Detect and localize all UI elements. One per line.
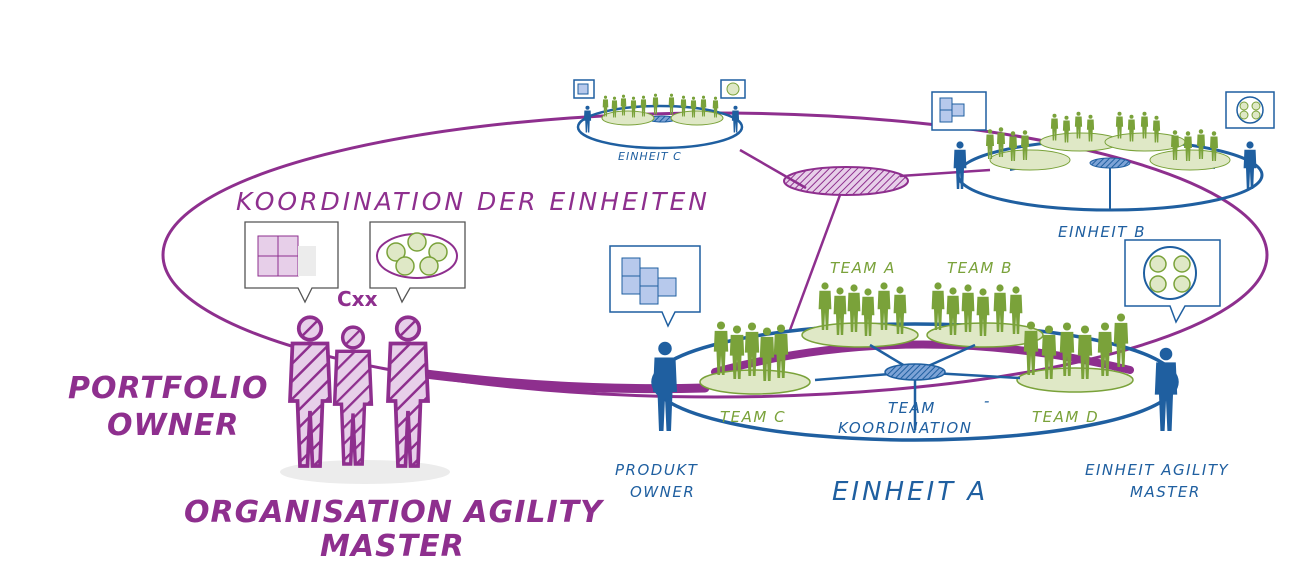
- team-c-label: TEAM C: [720, 408, 786, 426]
- team-koordination-hub: [884, 363, 946, 381]
- team-circle-icon: [1225, 91, 1275, 129]
- spoke-to-einheit-a: [788, 194, 842, 331]
- einheit-a-label: EINHEIT A: [832, 477, 988, 507]
- backlog-cube-icon: [244, 221, 339, 304]
- team-koordination-dash: -: [984, 392, 991, 410]
- produkt-owner-figure: [653, 341, 677, 431]
- einheit-b-label: EINHEIT B: [1058, 223, 1146, 241]
- einheit-b-unit: EINHEIT B: [931, 91, 1275, 241]
- cxx-figure: [335, 327, 372, 464]
- portfolio-owner-label-2: OWNER: [107, 408, 239, 443]
- backlog-cube-icon: [609, 245, 701, 328]
- spoke-to-einheit-c: [739, 148, 807, 190]
- spoke-to-einheit-b: [899, 168, 991, 178]
- team-a-platform: [801, 322, 919, 348]
- einheit-c-unit: EINHEIT C: [573, 79, 746, 163]
- team-koordination-label-2: KOORDINATION: [838, 419, 972, 437]
- team-circle-icon: [1124, 239, 1221, 324]
- organisation-agility-master-figure: [388, 317, 428, 466]
- koordination-der-einheiten-label: KOORDINATION DER EINHEITEN: [236, 187, 710, 216]
- portfolio-owner-figure: [290, 317, 330, 466]
- produkt-owner-label-2: OWNER: [630, 483, 695, 501]
- organisation-agility-master-label-1: ORGANISATION AGILITY: [184, 495, 605, 530]
- team-d-label: TEAM D: [1032, 408, 1099, 426]
- einheit-a-unit: TEAM A TEAM B TEAM C TEAM D TEAM - KOORD…: [609, 239, 1229, 507]
- produkt-owner-label-1: PRODUKT: [615, 461, 699, 479]
- portfolio-owner-label-1: PORTFOLIO: [68, 371, 268, 406]
- einheit-c-label: EINHEIT C: [618, 150, 682, 163]
- cxx-label: Cxx: [337, 287, 378, 311]
- einheiten-hub: [783, 166, 909, 196]
- einheit-agility-master-label-2: MASTER: [1130, 483, 1201, 501]
- team-a-label: TEAM A: [830, 259, 896, 277]
- team-b-label: TEAM B: [947, 259, 1013, 277]
- team-circle-icon: [369, 221, 466, 304]
- organisation-agility-master-label-2: MASTER: [320, 529, 465, 564]
- einheit-agility-master-label-1: EINHEIT AGILITY: [1085, 461, 1229, 479]
- portfolio-group: Cxx PORTFOLIO OWNER ORGANISATION AGILITY…: [68, 221, 605, 564]
- team-koordination-label-1: TEAM: [888, 399, 936, 417]
